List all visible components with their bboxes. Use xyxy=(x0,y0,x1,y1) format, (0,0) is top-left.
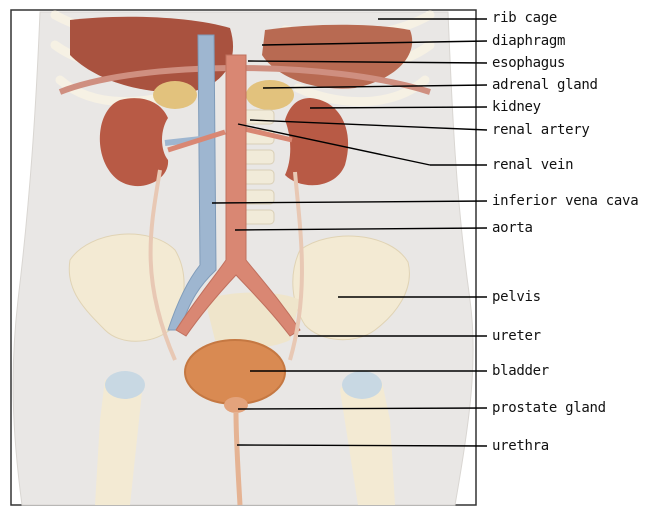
adrenal-gland-right xyxy=(246,80,294,110)
label-kidney: kidney xyxy=(492,99,541,115)
label-adrenal-gland: adrenal gland xyxy=(492,77,598,93)
label-urethra: urethra xyxy=(492,438,549,454)
label-aorta: aorta xyxy=(492,220,533,236)
label-prostate-gland: prostate gland xyxy=(492,400,606,416)
bladder xyxy=(185,340,285,404)
prostate-gland xyxy=(224,397,248,413)
label-bladder: bladder xyxy=(492,363,549,379)
adrenal-gland-left xyxy=(153,81,197,109)
label-renal-artery: renal artery xyxy=(492,122,590,138)
leader-line-kidney xyxy=(310,107,487,108)
hip-joint-right xyxy=(342,371,382,399)
label-esophagus: esophagus xyxy=(492,55,565,71)
label-diaphragm: diaphragm xyxy=(492,33,565,49)
label-ureter: ureter xyxy=(492,328,541,344)
label-inferior-vena-cava: inferior vena cava xyxy=(492,193,638,209)
label-renal-vein: renal vein xyxy=(492,157,573,173)
label-rib-cage: rib cage xyxy=(492,10,557,26)
label-pelvis: pelvis xyxy=(492,289,541,305)
hip-joint-left xyxy=(105,371,145,399)
